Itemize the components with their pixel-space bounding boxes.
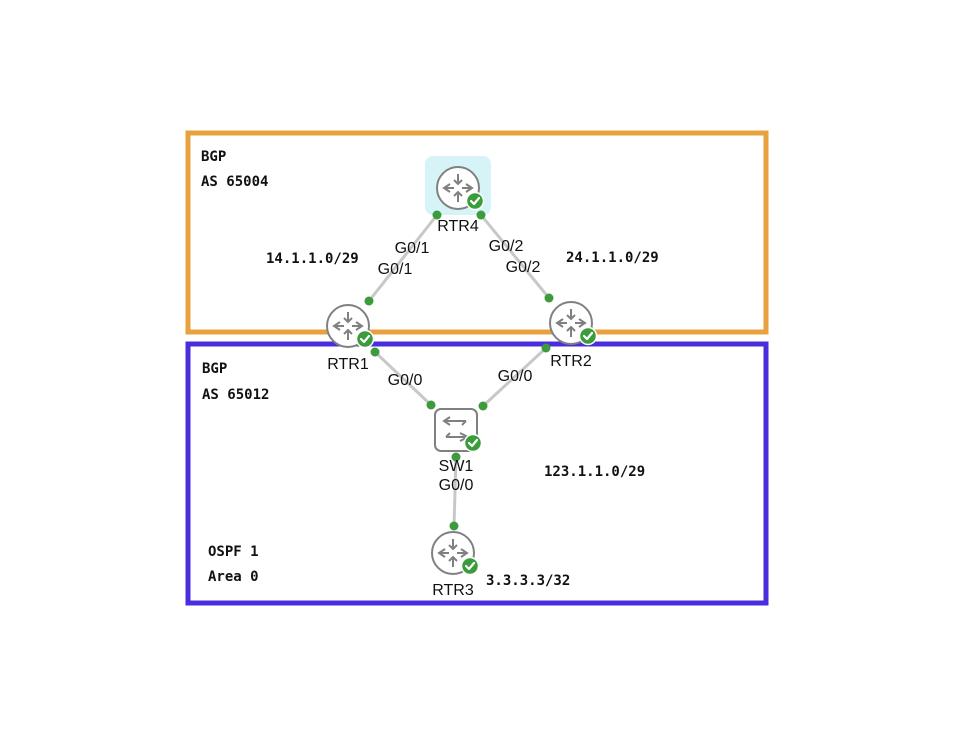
link-sw1-rtr3[interactable] (452, 456, 458, 527)
ospf-area-label: Area 0 (208, 569, 259, 585)
ospf-process-label: OSPF 1 (208, 544, 259, 560)
label-rtr2: RTR2 (550, 353, 592, 370)
zone1-title: BGP (201, 149, 226, 165)
subnet-14: 14.1.1.0/29 (266, 251, 359, 267)
link-rtr4-rtr2[interactable] (479, 214, 551, 299)
router-rtr2[interactable] (549, 301, 598, 346)
if-rtr2-g0-0: G0/0 (498, 368, 533, 385)
port-indicators (364, 210, 554, 531)
status-ok-icon (578, 326, 598, 346)
switch-sw1[interactable] (434, 408, 483, 453)
subnet-123: 123.1.1.0/29 (544, 464, 645, 480)
label-rtr3: RTR3 (432, 582, 474, 599)
zone1-as: AS 65004 (201, 174, 268, 190)
if-rtr4-g0-1: G0/1 (395, 240, 430, 257)
router-rtr4[interactable] (436, 166, 485, 211)
if-rtr3-g0-0: G0/0 (439, 477, 474, 494)
zone-bgp-as65004 (185, 130, 769, 335)
if-rtr1-g0-1: G0/1 (378, 261, 413, 278)
if-rtr2-g0-2: G0/2 (506, 259, 541, 276)
router-rtr3[interactable] (431, 531, 480, 576)
link-rtr2-sw1[interactable] (481, 346, 548, 408)
if-rtr4-g0-2: G0/2 (489, 238, 524, 255)
label-sw1: SW1 (439, 458, 474, 475)
loopback-rtr3: 3.3.3.3/32 (486, 573, 570, 589)
router-rtr1[interactable] (326, 304, 375, 349)
link-rtr4-rtr1[interactable] (367, 214, 439, 302)
if-rtr1-g0-0: G0/0 (388, 372, 423, 389)
zone2-title: BGP (202, 361, 227, 377)
status-ok-icon (465, 191, 485, 211)
link-rtr1-sw1[interactable] (373, 350, 433, 407)
status-ok-icon (463, 433, 483, 453)
label-rtr4: RTR4 (437, 218, 479, 235)
subnet-24: 24.1.1.0/29 (566, 250, 659, 266)
label-rtr1: RTR1 (327, 356, 369, 373)
status-ok-icon (460, 556, 480, 576)
zone-bgp-as65012 (185, 341, 769, 606)
status-ok-icon (355, 329, 375, 349)
zone2-as: AS 65012 (202, 387, 269, 403)
